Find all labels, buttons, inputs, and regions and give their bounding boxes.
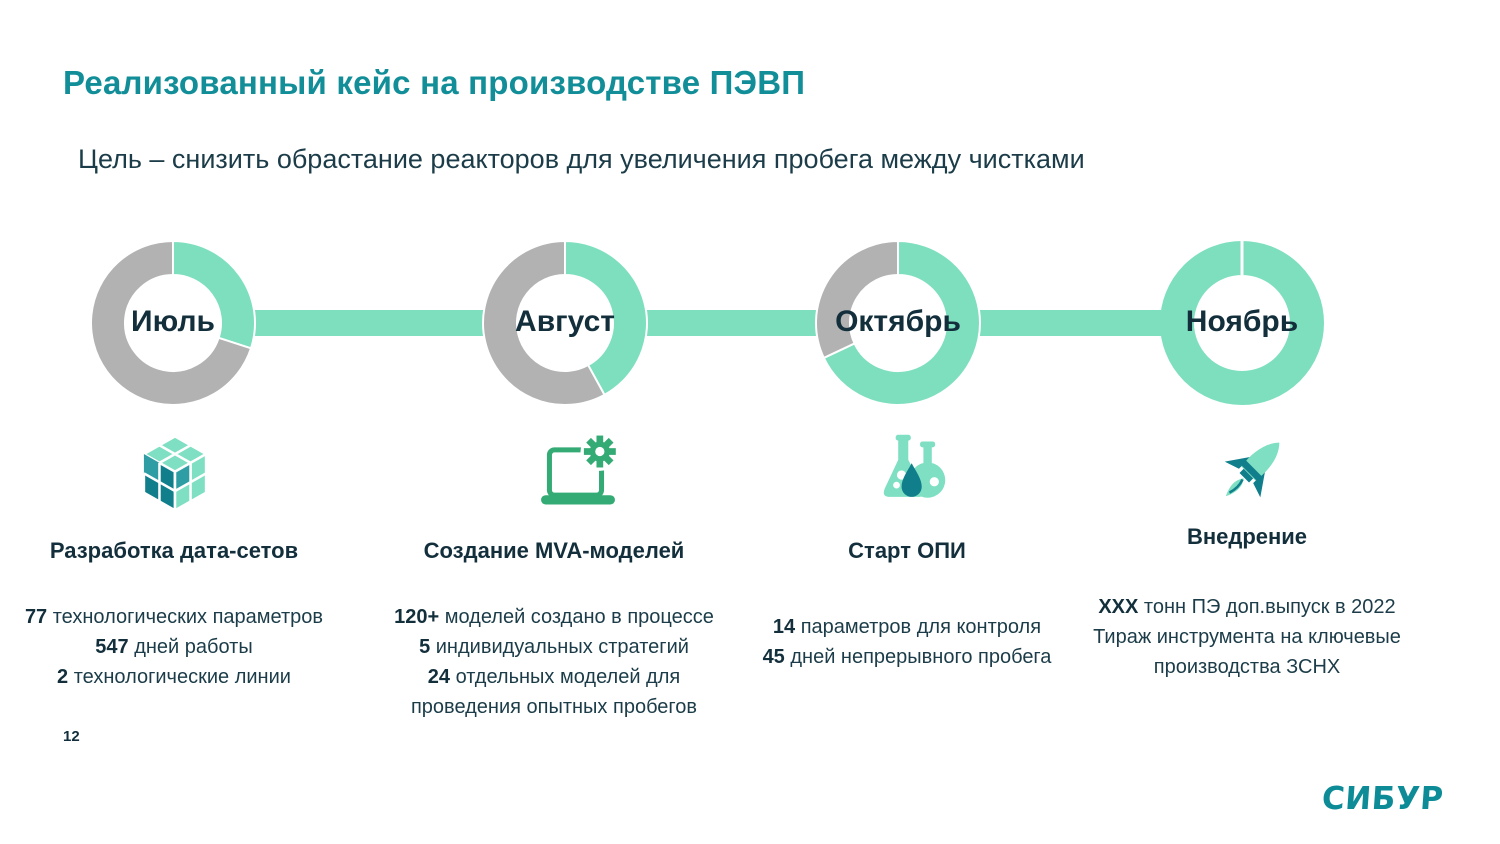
page-number: 12: [63, 728, 80, 745]
stat-line: 77 технологических параметров: [24, 606, 324, 628]
rocket-icon: [1210, 426, 1294, 514]
donut-chart-august: [480, 238, 650, 408]
laptop-gear-icon: [536, 426, 620, 514]
stat-line: 547 дней работы: [95, 636, 253, 658]
slide-title: Реализованный кейс на производстве ПЭВП: [63, 64, 806, 101]
column-heading-datasets: Разработка дата-сетов: [49, 538, 299, 563]
column-heading-pilot: Старт ОПИ: [848, 538, 966, 563]
stat-line: 2 технологические линии: [57, 666, 291, 688]
column-stats-pilot: 14 параметров для контроля 45 дней непрер…: [717, 612, 1097, 672]
stat-line: XXX тонн ПЭ доп.выпуск в 2022: [1098, 596, 1396, 618]
stat-line: 45 дней непрерывного пробега: [762, 646, 1052, 668]
timeline-connector: [647, 310, 817, 336]
lab-flasks-icon: [873, 426, 957, 514]
stat-line: 24 отдельных моделей для проведения опыт…: [410, 666, 698, 718]
data-cube-icon: [133, 426, 217, 514]
month-label-july: Июль: [131, 305, 215, 338]
timeline-connector: [979, 310, 1161, 336]
stat-line: 5 индивидуальных стратегий: [419, 636, 689, 658]
donut-chart-november: [1157, 238, 1327, 408]
donut-chart-july: [88, 238, 258, 408]
sibur-logo: СИБУР: [1320, 780, 1445, 818]
column-heading-models: Создание MVA-моделей: [423, 538, 685, 563]
donut-chart-october: [813, 238, 983, 408]
month-label-october: Октябрь: [835, 305, 961, 338]
timeline-connector: [255, 310, 484, 336]
column-stats-models: 120+ моделей создано в процессе 5 индивид…: [359, 602, 749, 722]
month-label-august: Август: [515, 305, 615, 338]
stat-line: 14 параметров для контроля: [772, 616, 1042, 638]
slide-subtitle: Цель – снизить обрастание реакторов для …: [78, 144, 1085, 174]
column-heading-rollout: Внедрение: [1186, 524, 1308, 549]
column-stats-datasets: 77 технологических параметров 547 дней ра…: [0, 602, 364, 692]
month-label-november: Ноябрь: [1185, 305, 1299, 338]
stat-line: Тираж инструмента на ключевые производст…: [1093, 626, 1401, 678]
stat-line: 120+ моделей создано в процессе: [394, 606, 714, 628]
